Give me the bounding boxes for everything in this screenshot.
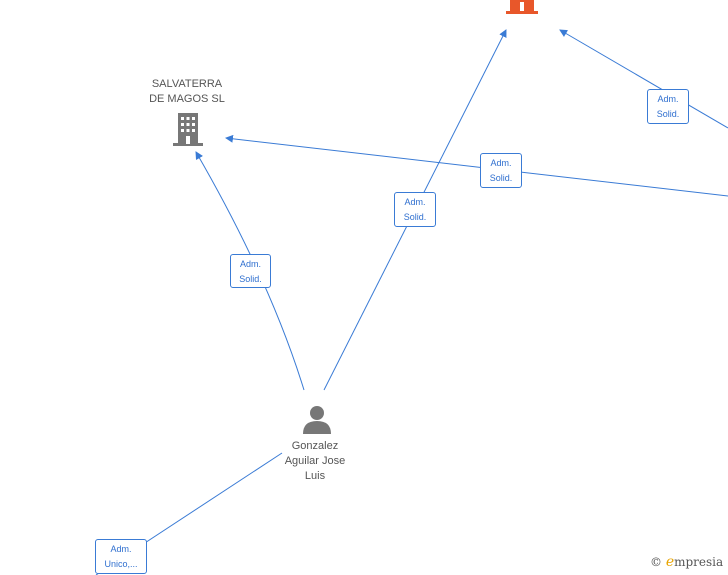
brand-initial: e [665, 554, 675, 570]
company-node[interactable] [172, 111, 204, 147]
edge-label-person-offscreen[interactable]: Adm. Unico,... [95, 539, 147, 574]
edge-label-offscreen-salvaterra[interactable]: Adm. Solid. [480, 153, 522, 188]
edge-offscreen-to-salvaterra [225, 134, 728, 197]
edge-label-offscreen-top-company[interactable]: Adm. Solid. [647, 89, 689, 124]
person-icon [303, 406, 331, 434]
top-company-node[interactable] [506, 0, 538, 15]
company-name: SALVATERRA DE MAGOS SL [149, 78, 225, 105]
person-node[interactable] [302, 404, 332, 434]
building-icon [173, 113, 203, 146]
brand-name: mpresia [674, 555, 724, 569]
person-name: Gonzalez Aguilar Jose Luis [284, 440, 346, 482]
edge-offscreen-to-top-company [559, 29, 728, 129]
edge-label-person-top-company[interactable]: Adm. Solid. [394, 192, 436, 227]
edge-label-person-salvaterra[interactable]: Adm. Solid. [230, 254, 271, 288]
copyright-symbol: © [650, 555, 662, 569]
brand-logo: © empresia [650, 554, 723, 570]
building-icon [506, 0, 538, 14]
